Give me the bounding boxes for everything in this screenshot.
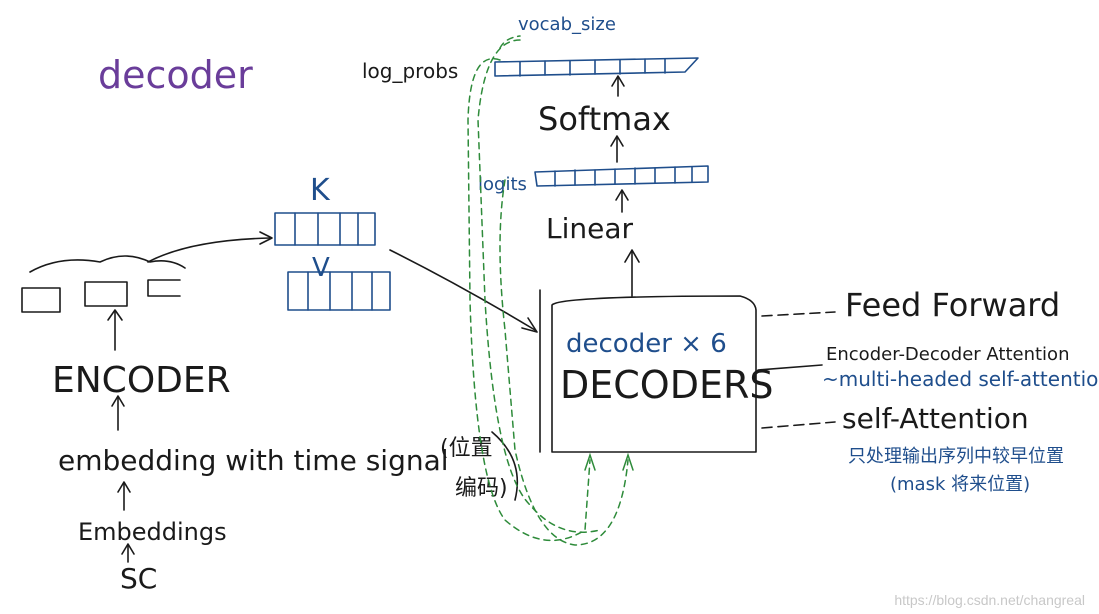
embeddings-label: Embeddings: [78, 518, 227, 546]
arrow-kv-to-decoder: [389, 249, 536, 331]
encoder-output-boxes: [21, 255, 186, 351]
feedback-loop-middle: [477, 39, 601, 533]
mask-note-1: 只处理输出序列中较早位置: [848, 446, 1064, 467]
brace-curve: [29, 255, 186, 273]
watermark: https://blog.csdn.net/changreal: [894, 592, 1085, 608]
input-label: SC: [120, 562, 157, 595]
feedback-arrow-head-2: [622, 452, 634, 471]
embedding-time-label: embedding with time signal: [58, 444, 449, 477]
feedback-arrow-head-1: [584, 452, 596, 471]
logits-vector-box: [534, 165, 709, 187]
mask-note-2: (mask 将来位置): [890, 474, 1030, 495]
logits-vector: [534, 165, 709, 187]
decoder-box: [551, 295, 757, 453]
decoder-block: [539, 289, 757, 453]
v-vector-box: [287, 271, 391, 311]
k-vector: [274, 212, 376, 246]
leader-enc-dec: [757, 364, 823, 371]
feed-forward-label: Feed Forward: [845, 286, 1060, 324]
arrow-embeddings-up-head: [117, 481, 131, 493]
logprobs-vector-box: [494, 57, 699, 77]
feedback-loop-outer: [467, 58, 591, 542]
arrow-logits-to-softmax-head: [610, 135, 624, 147]
vocab-size-bracket: [499, 35, 521, 49]
position-paren: [491, 431, 519, 501]
arrow-decoder-to-linear-head: [624, 249, 640, 263]
encoder-box-1: [21, 287, 61, 313]
arrow-encoder-to-k-head: [259, 231, 273, 245]
vocab-size-label: vocab_size: [518, 14, 616, 35]
arrow-sc-up-head: [121, 543, 135, 555]
arrow-softmax-to-logprobs-head: [611, 75, 625, 87]
leader-self-attention: [761, 421, 836, 429]
decoder-header: decoder × 6: [566, 329, 727, 359]
arrow-encoder-up-head: [107, 309, 123, 321]
decoder-name: DECODERS: [560, 363, 774, 407]
leader-feed-forward: [761, 311, 836, 317]
multi-headed-label: ~multi-headed self-attention: [822, 367, 1099, 391]
enc-dec-attention-label: Encoder-Decoder Attention: [826, 344, 1069, 365]
arrow-encoder-to-k: [147, 237, 271, 263]
position-note-2: 编码): [455, 476, 508, 501]
logprobs-vector: [494, 57, 699, 77]
position-note-1: (位置: [440, 436, 493, 461]
encoder-label: ENCODER: [52, 360, 231, 401]
k-vector-box: [274, 212, 376, 246]
softmax-label: Softmax: [538, 100, 671, 138]
encoder-box-2: [84, 281, 128, 307]
v-vector: [287, 271, 391, 311]
arrow-embed-to-encoder-head: [111, 395, 125, 407]
arrow-kv-to-decoder-head: [521, 317, 538, 333]
k-label: K: [310, 173, 331, 208]
diagram-title: decoder: [98, 53, 253, 97]
arrow-linear-to-logits-head: [615, 189, 629, 201]
logits-label: logits: [478, 174, 527, 195]
v-label: V: [312, 253, 330, 283]
logprobs-label: log_probs: [362, 59, 458, 83]
self-attention-label: self-Attention: [842, 402, 1029, 435]
linear-label: Linear: [546, 212, 634, 245]
encoder-box-3: [147, 279, 181, 297]
